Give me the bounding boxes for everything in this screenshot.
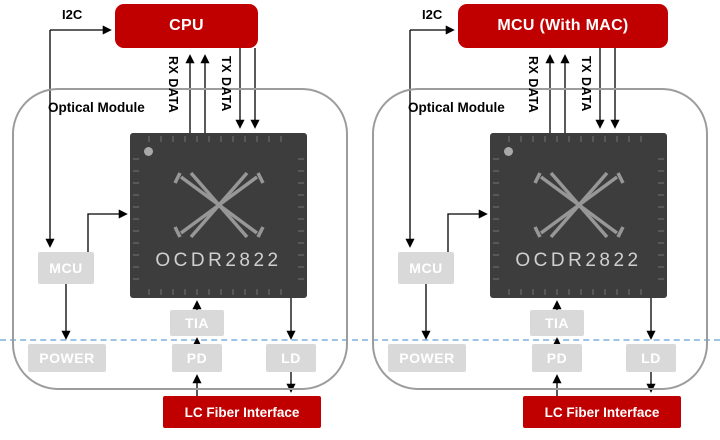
chip-logo-icon (532, 171, 625, 239)
rx-data-label: RX DATA (166, 56, 180, 114)
chip-pins-right (298, 151, 304, 280)
tia-box: TIA (530, 310, 584, 336)
chip-pins-bottom (508, 289, 649, 295)
optical-module-outline (12, 88, 348, 390)
lc-fiber-interface-box: LC Fiber Interface (523, 396, 681, 428)
chip-logo-icon (172, 171, 265, 239)
tx-data-label: TX DATA (579, 56, 593, 112)
ld-box: LD (266, 344, 316, 372)
rx-data-label: RX DATA (526, 56, 540, 114)
optical-module-label: Optical Module (48, 100, 145, 115)
lc-fiber-interface-box: LC Fiber Interface (163, 396, 321, 428)
tx-data-label: TX DATA (219, 56, 233, 112)
host-box-label: MCU (With MAC) (497, 17, 629, 34)
right-diagram: I2C MCU (With MAC) Optical Module RX DAT… (360, 0, 720, 440)
i2c-label: I2C (422, 7, 443, 22)
pin1-dot (144, 147, 153, 156)
left-diagram: I2C CPU Optical Module RX DATA TX DATA (12, 4, 348, 428)
mcu-box: MCU (398, 252, 454, 284)
host-box-cpu: CPU (115, 4, 258, 48)
chip-pins-bottom (148, 289, 289, 295)
pd-box: PD (172, 344, 222, 372)
optical-module-outline (372, 88, 708, 390)
ld-box: LD (626, 344, 676, 372)
mcu-box: MCU (38, 252, 94, 284)
chip-pins-right (658, 151, 664, 280)
optical-module-label: Optical Module (408, 100, 505, 115)
transceiver-chip: OCDR2822 (130, 133, 307, 298)
tia-box: TIA (170, 310, 224, 336)
host-box-mcu-mac: MCU (With MAC) (458, 4, 668, 48)
power-box: POWER (388, 344, 466, 372)
chip-pins-top (148, 136, 289, 142)
transceiver-chip: OCDR2822 (490, 133, 667, 298)
chip-part-number: OCDR2822 (155, 250, 282, 271)
chip-pins-left (133, 151, 139, 280)
i2c-label: I2C (62, 7, 83, 22)
dashed-boundary-line (0, 339, 720, 341)
chip-pins-top (508, 136, 649, 142)
chip-pins-left (493, 151, 499, 280)
power-box: POWER (28, 344, 106, 372)
pin1-dot (504, 147, 513, 156)
host-box-label: CPU (169, 17, 204, 34)
pd-box: PD (532, 344, 582, 372)
chip-part-number: OCDR2822 (515, 250, 642, 271)
